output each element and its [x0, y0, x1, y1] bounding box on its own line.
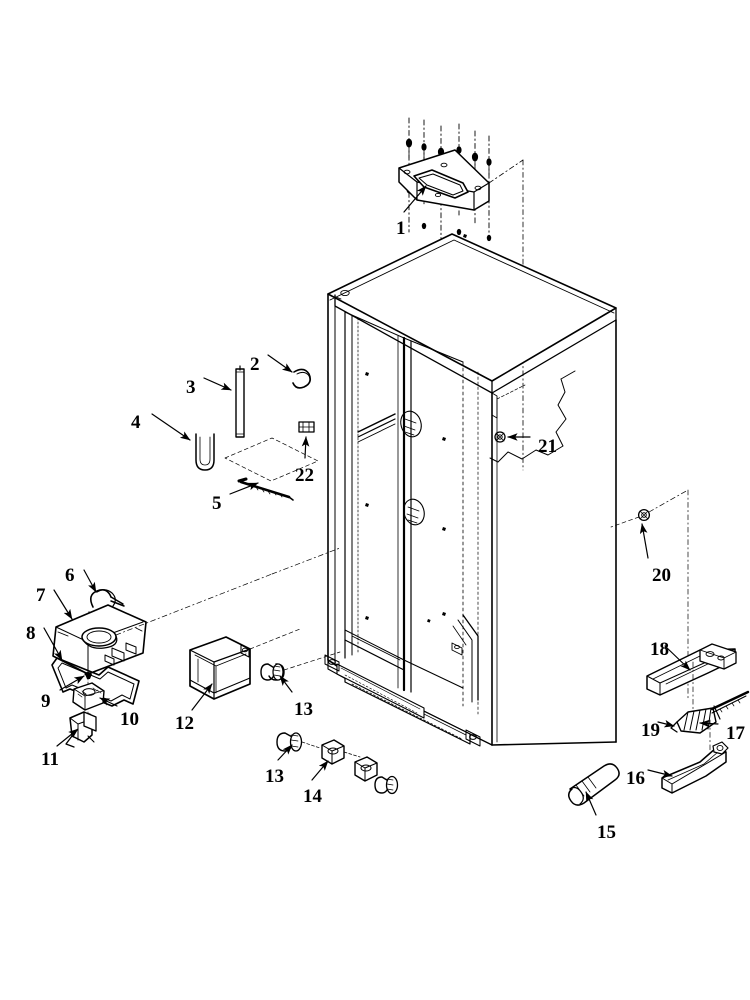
panel-break-line: [489, 370, 576, 463]
callout-4: 4: [131, 412, 141, 433]
callout-6: 6: [65, 565, 75, 586]
part-7-compressor-cover-plate: [52, 547, 341, 675]
callout-11: 11: [41, 749, 59, 770]
part-13-leveling-foot-cap-upper: [260, 651, 341, 681]
callout-1: 1: [396, 218, 406, 239]
part-14-roller-nut: [321, 739, 361, 765]
callout-22: 22: [295, 465, 314, 486]
callout-8: 8: [26, 623, 36, 644]
callout-16: 16: [626, 768, 645, 789]
part-13-leveling-foot-cap-lower: [276, 732, 321, 752]
part-17-leveling-screw-rod: [709, 690, 750, 753]
callout-7: 7: [36, 585, 46, 606]
part-12-drain-drip-pan: [189, 628, 301, 700]
part-19-roller-spring: [670, 707, 717, 734]
callout-5: 5: [212, 493, 222, 514]
leader-lines: [43, 185, 719, 816]
part-22-hinge-bushing: [298, 421, 315, 433]
callout-2: 2: [250, 354, 260, 375]
callout-18: 18: [650, 639, 669, 660]
part-10-roller-bracket-nut: [72, 682, 105, 723]
callout-10: 10: [120, 709, 139, 730]
part-21-cabinet-nut: [494, 431, 506, 443]
callout-17: 17: [726, 723, 745, 744]
callout-20: 20: [652, 565, 671, 586]
callout-19: 19: [641, 720, 660, 741]
part-2-door-stop-hook: [292, 368, 311, 389]
part-4-lower-hinge-pin: [195, 433, 215, 471]
part-11-bracket-clip: [65, 711, 97, 748]
callout-9: 9: [41, 691, 51, 712]
callout-15: 15: [597, 822, 616, 843]
callout-3: 3: [186, 377, 196, 398]
part-16-left-roller-channel: [661, 741, 729, 794]
cabinet-base-rails: [324, 654, 481, 747]
callout-13-lower: 13: [265, 766, 284, 787]
callout-13-upper: 13: [294, 699, 313, 720]
part-15-roller-bushing: [568, 763, 620, 806]
cabinet-interior: [335, 234, 526, 715]
cabinet-outer-shell: [327, 233, 617, 746]
callout-21: 21: [538, 436, 557, 457]
callout-14: 14: [303, 786, 322, 807]
part-18-right-roller-channel: [646, 643, 737, 713]
base-roller-pair: [354, 756, 399, 795]
part-3-hinge-pin-sleeve: [235, 365, 245, 438]
callout-12: 12: [175, 713, 194, 734]
